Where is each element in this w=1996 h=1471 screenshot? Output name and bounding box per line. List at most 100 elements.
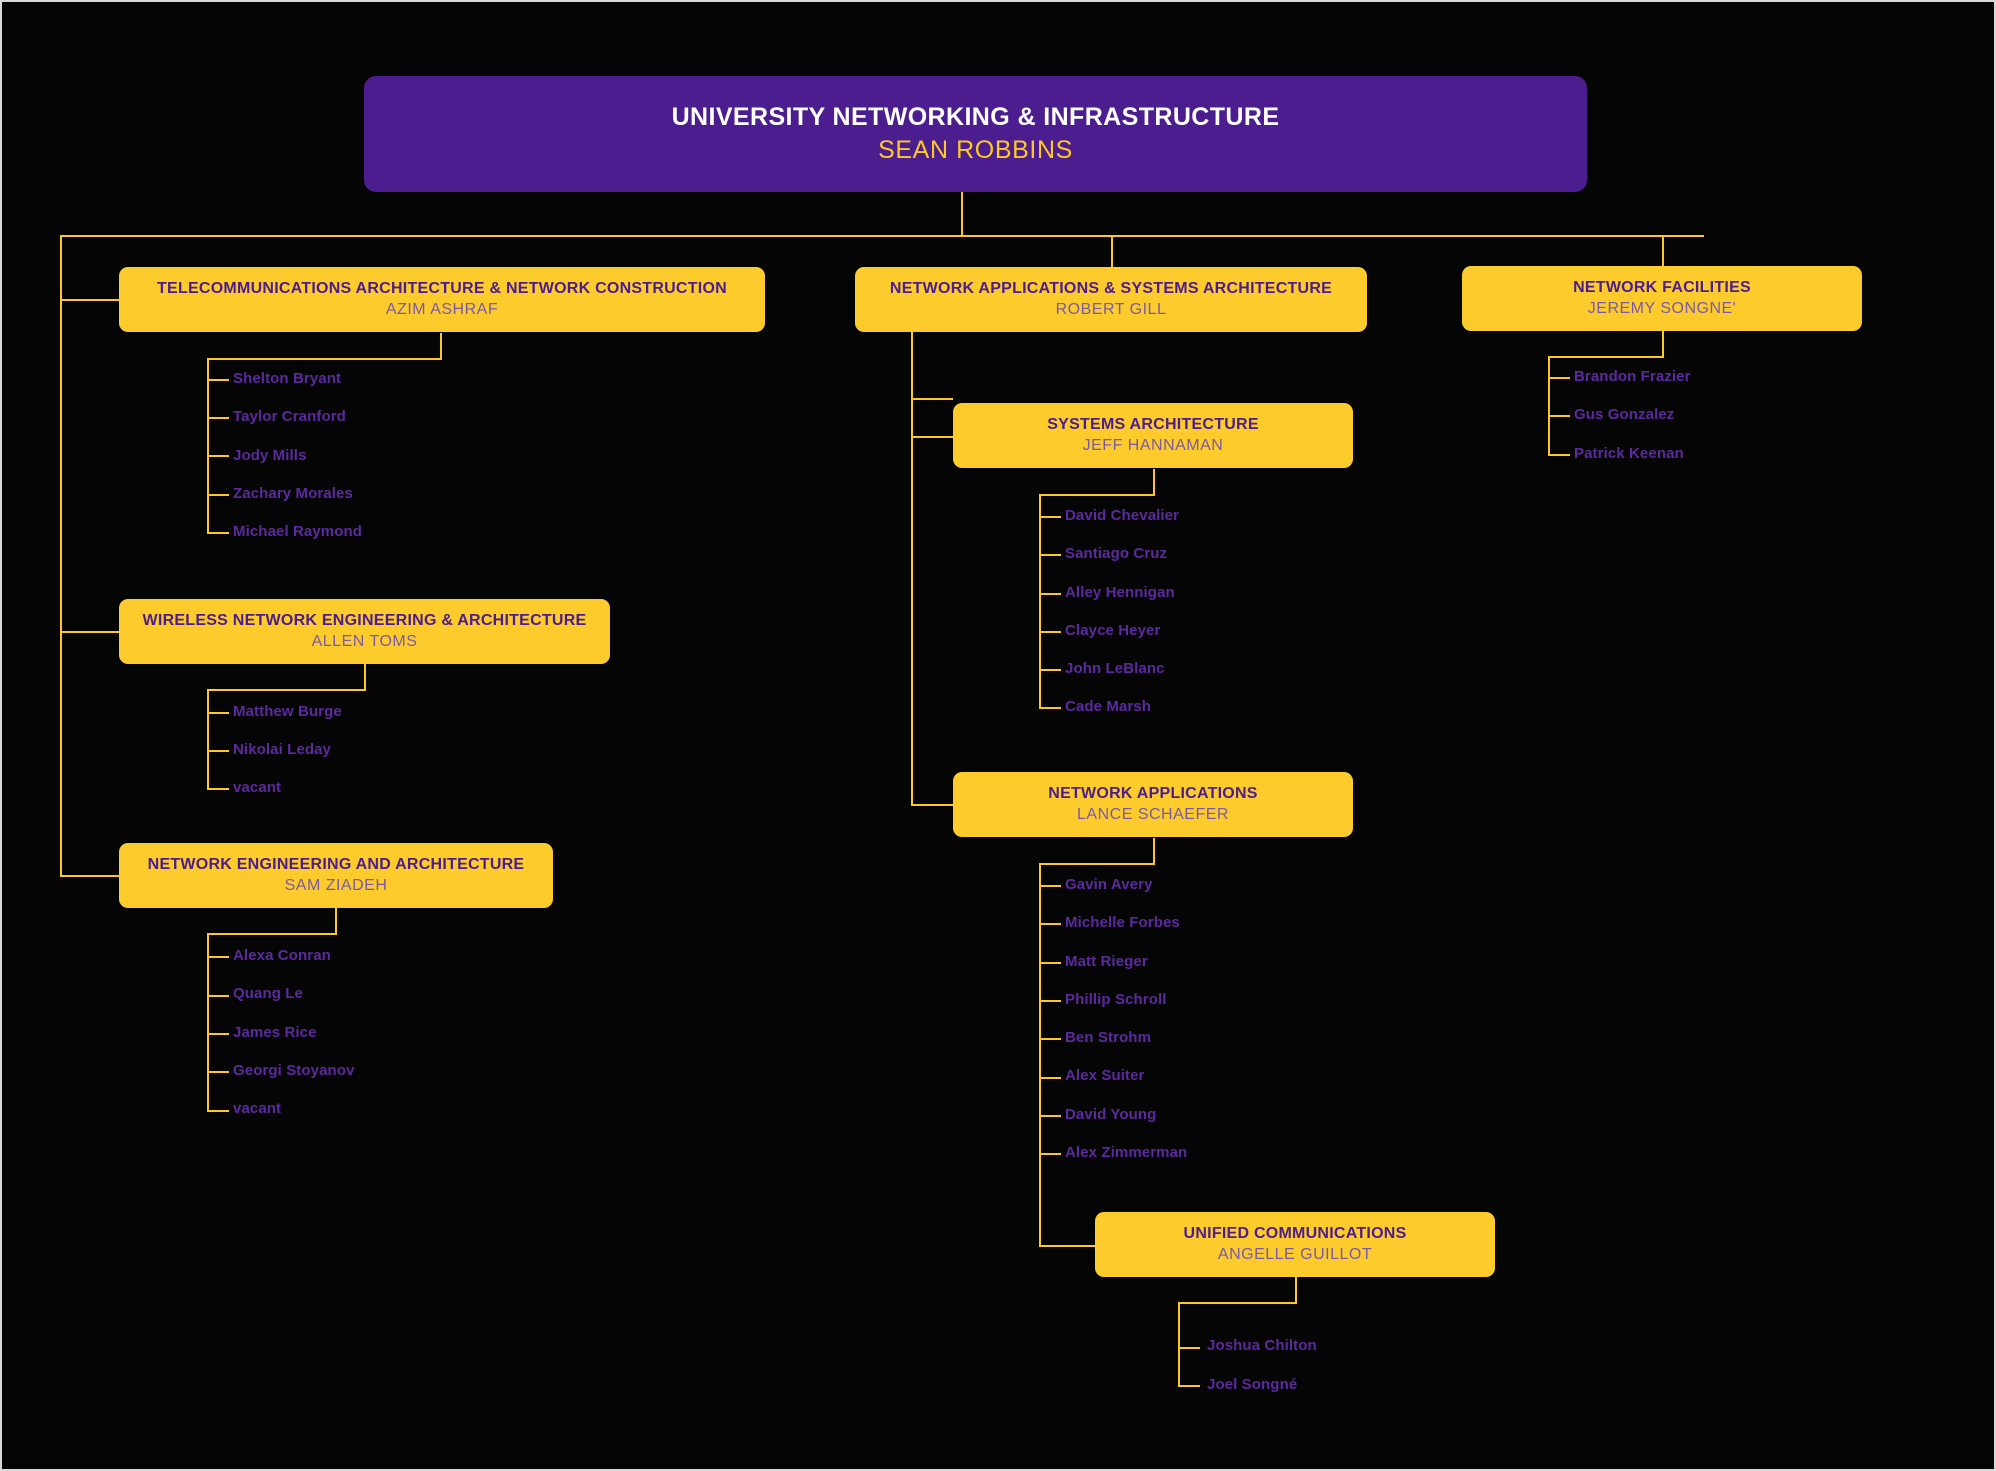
staff-label: Brandon Frazier [1574, 368, 1691, 385]
node-university-networking-infrastructure[interactable]: UNIVERSITY NETWORKING & INFRASTRUCTURE S… [364, 76, 1587, 192]
node-wireless-network-engineering[interactable]: WIRELESS NETWORK ENGINEERING & ARCHITECT… [119, 599, 610, 664]
connector-bus-to-napsa [1111, 235, 1113, 268]
node-title: WIRELESS NETWORK ENGINEERING & ARCHITECT… [142, 611, 587, 629]
node-network-engineering-architecture[interactable]: NETWORK ENGINEERING AND ARCHITECTURE SAM… [119, 843, 553, 908]
connector-main-bus [60, 235, 1704, 237]
node-person: ROBERT GILL [1055, 300, 1167, 318]
staff-label: David Chevalier [1065, 507, 1180, 524]
staff-label: Michelle Forbes [1065, 914, 1180, 931]
connector-root-stem [961, 192, 963, 236]
node-systems-architecture[interactable]: SYSTEMS ARCHITECTURE JEFF HANNAMAN [953, 403, 1353, 468]
node-person: JEFF HANNAMAN [1082, 436, 1224, 454]
connector-netengarch-elbow [207, 933, 337, 935]
connector-sysarch-tick [1039, 631, 1061, 633]
connector-netengarch-tick [207, 995, 229, 997]
staff-label: Alex Zimmerman [1065, 1144, 1188, 1161]
node-title: NETWORK APPLICATIONS & SYSTEMS ARCHITECT… [889, 279, 1333, 297]
connector-wireless-spine [207, 689, 209, 789]
staff-label: Cade Marsh [1065, 698, 1152, 715]
node-title: UNIFIED COMMUNICATIONS [1183, 1224, 1407, 1242]
connector-left-to-telecom [60, 299, 120, 301]
connector-unified-spine [1178, 1302, 1180, 1387]
connector-netengarch-tick [207, 1033, 229, 1035]
staff-label: Shelton Bryant [233, 370, 342, 387]
connector-sysarch-spine [1039, 494, 1041, 707]
connector-sysarch-tick [1039, 707, 1061, 709]
connector-sysarch-tick [1039, 669, 1061, 671]
node-person: JEREMY SONGNE' [1587, 299, 1737, 317]
staff-label: Patrick Keenan [1574, 445, 1684, 462]
connector-telecom-tick [207, 379, 229, 381]
staff-label: Nikolai Leday [233, 741, 332, 758]
connector-facilities-spine [1548, 356, 1550, 455]
node-title: NETWORK FACILITIES [1573, 278, 1751, 296]
connector-netapps-tick [1039, 923, 1061, 925]
staff-label: Michael Raymond [233, 523, 363, 540]
connector-unified-tick [1178, 1347, 1200, 1349]
connector-netengarch-tick [207, 1110, 229, 1112]
connector-netengarch-stem [335, 908, 337, 934]
staff-label: Matt Rieger [1065, 953, 1148, 970]
node-person: SEAN ROBBINS [878, 135, 1073, 164]
node-person: ANGELLE GUILLOT [1217, 1245, 1373, 1263]
connector-unified-stem [1295, 1277, 1297, 1303]
staff-label: Joel Songné [1207, 1376, 1298, 1393]
connector-netapps-stem [1153, 838, 1155, 864]
connector-wireless-stem [364, 664, 366, 690]
connector-netapps-tick [1039, 1000, 1061, 1002]
staff-label: John LeBlanc [1065, 660, 1165, 677]
connector-left-to-wireless [60, 631, 120, 633]
connector-sysarch-tick [1039, 593, 1061, 595]
connector-napsa-spine [911, 398, 913, 805]
node-person: SAM ZIADEH [284, 876, 388, 894]
staff-label: Alex Suiter [1065, 1067, 1145, 1084]
connector-left-spine [60, 235, 62, 877]
connector-sysarch-stem [1153, 469, 1155, 495]
connector-netapps-tick [1039, 885, 1061, 887]
connector-netengarch-spine [207, 933, 209, 1110]
node-title: SYSTEMS ARCHITECTURE [1047, 415, 1259, 433]
node-telecommunications-architecture[interactable]: TELECOMMUNICATIONS ARCHITECTURE & NETWOR… [119, 267, 765, 332]
connector-sysarch-tick [1039, 554, 1061, 556]
staff-label: Joshua Chilton [1207, 1337, 1317, 1354]
node-network-applications[interactable]: NETWORK APPLICATIONS LANCE SCHAEFER [953, 772, 1353, 837]
staff-label: Alley Hennigan [1065, 584, 1175, 601]
connector-wireless-tick [207, 788, 229, 790]
connector-bus-to-facilities [1662, 235, 1664, 268]
connector-facilities-elbow [1548, 356, 1664, 358]
connector-napsa-elbow-top [911, 398, 953, 400]
connector-netapps-tick [1039, 1115, 1061, 1117]
connector-facilities-tick [1548, 377, 1570, 379]
connector-netapps-elbow [1039, 863, 1155, 865]
connector-sysarch-tick [1039, 516, 1061, 518]
connector-netapps-tick [1039, 1038, 1061, 1040]
staff-label: Quang Le [233, 985, 303, 1002]
connector-facilities-stem [1662, 331, 1664, 357]
connector-telecom-tick [207, 532, 229, 534]
node-title: NETWORK APPLICATIONS [1048, 784, 1258, 802]
connector-wireless-tick [207, 750, 229, 752]
node-network-applications-systems-architecture[interactable]: NETWORK APPLICATIONS & SYSTEMS ARCHITECT… [855, 267, 1367, 332]
staff-label: Zachary Morales [233, 485, 353, 502]
connector-netengarch-tick [207, 1071, 229, 1073]
staff-label: Ben Strohm [1065, 1029, 1152, 1046]
connector-left-to-netengarch [60, 875, 120, 877]
connector-netengarch-tick [207, 956, 229, 958]
connector-wireless-tick [207, 712, 229, 714]
connector-wireless-elbow [207, 689, 366, 691]
staff-label: Phillip Schroll [1065, 991, 1167, 1008]
connector-telecom-stem [440, 333, 442, 359]
connector-netapps-tick [1039, 1153, 1061, 1155]
node-network-facilities[interactable]: NETWORK FACILITIES JEREMY SONGNE' [1462, 266, 1862, 331]
connector-unified-elbow [1178, 1302, 1297, 1304]
staff-label: Matthew Burge [233, 703, 342, 720]
staff-label: Gus Gonzalez [1574, 406, 1675, 423]
connector-telecom-elbow [207, 358, 442, 360]
connector-unified-tick [1178, 1385, 1200, 1387]
connector-facilities-tick [1548, 454, 1570, 456]
node-unified-communications[interactable]: UNIFIED COMMUNICATIONS ANGELLE GUILLOT [1095, 1212, 1495, 1277]
node-person: LANCE SCHAEFER [1077, 805, 1229, 823]
connector-netapps-tick [1039, 962, 1061, 964]
connector-telecom-tick [207, 455, 229, 457]
